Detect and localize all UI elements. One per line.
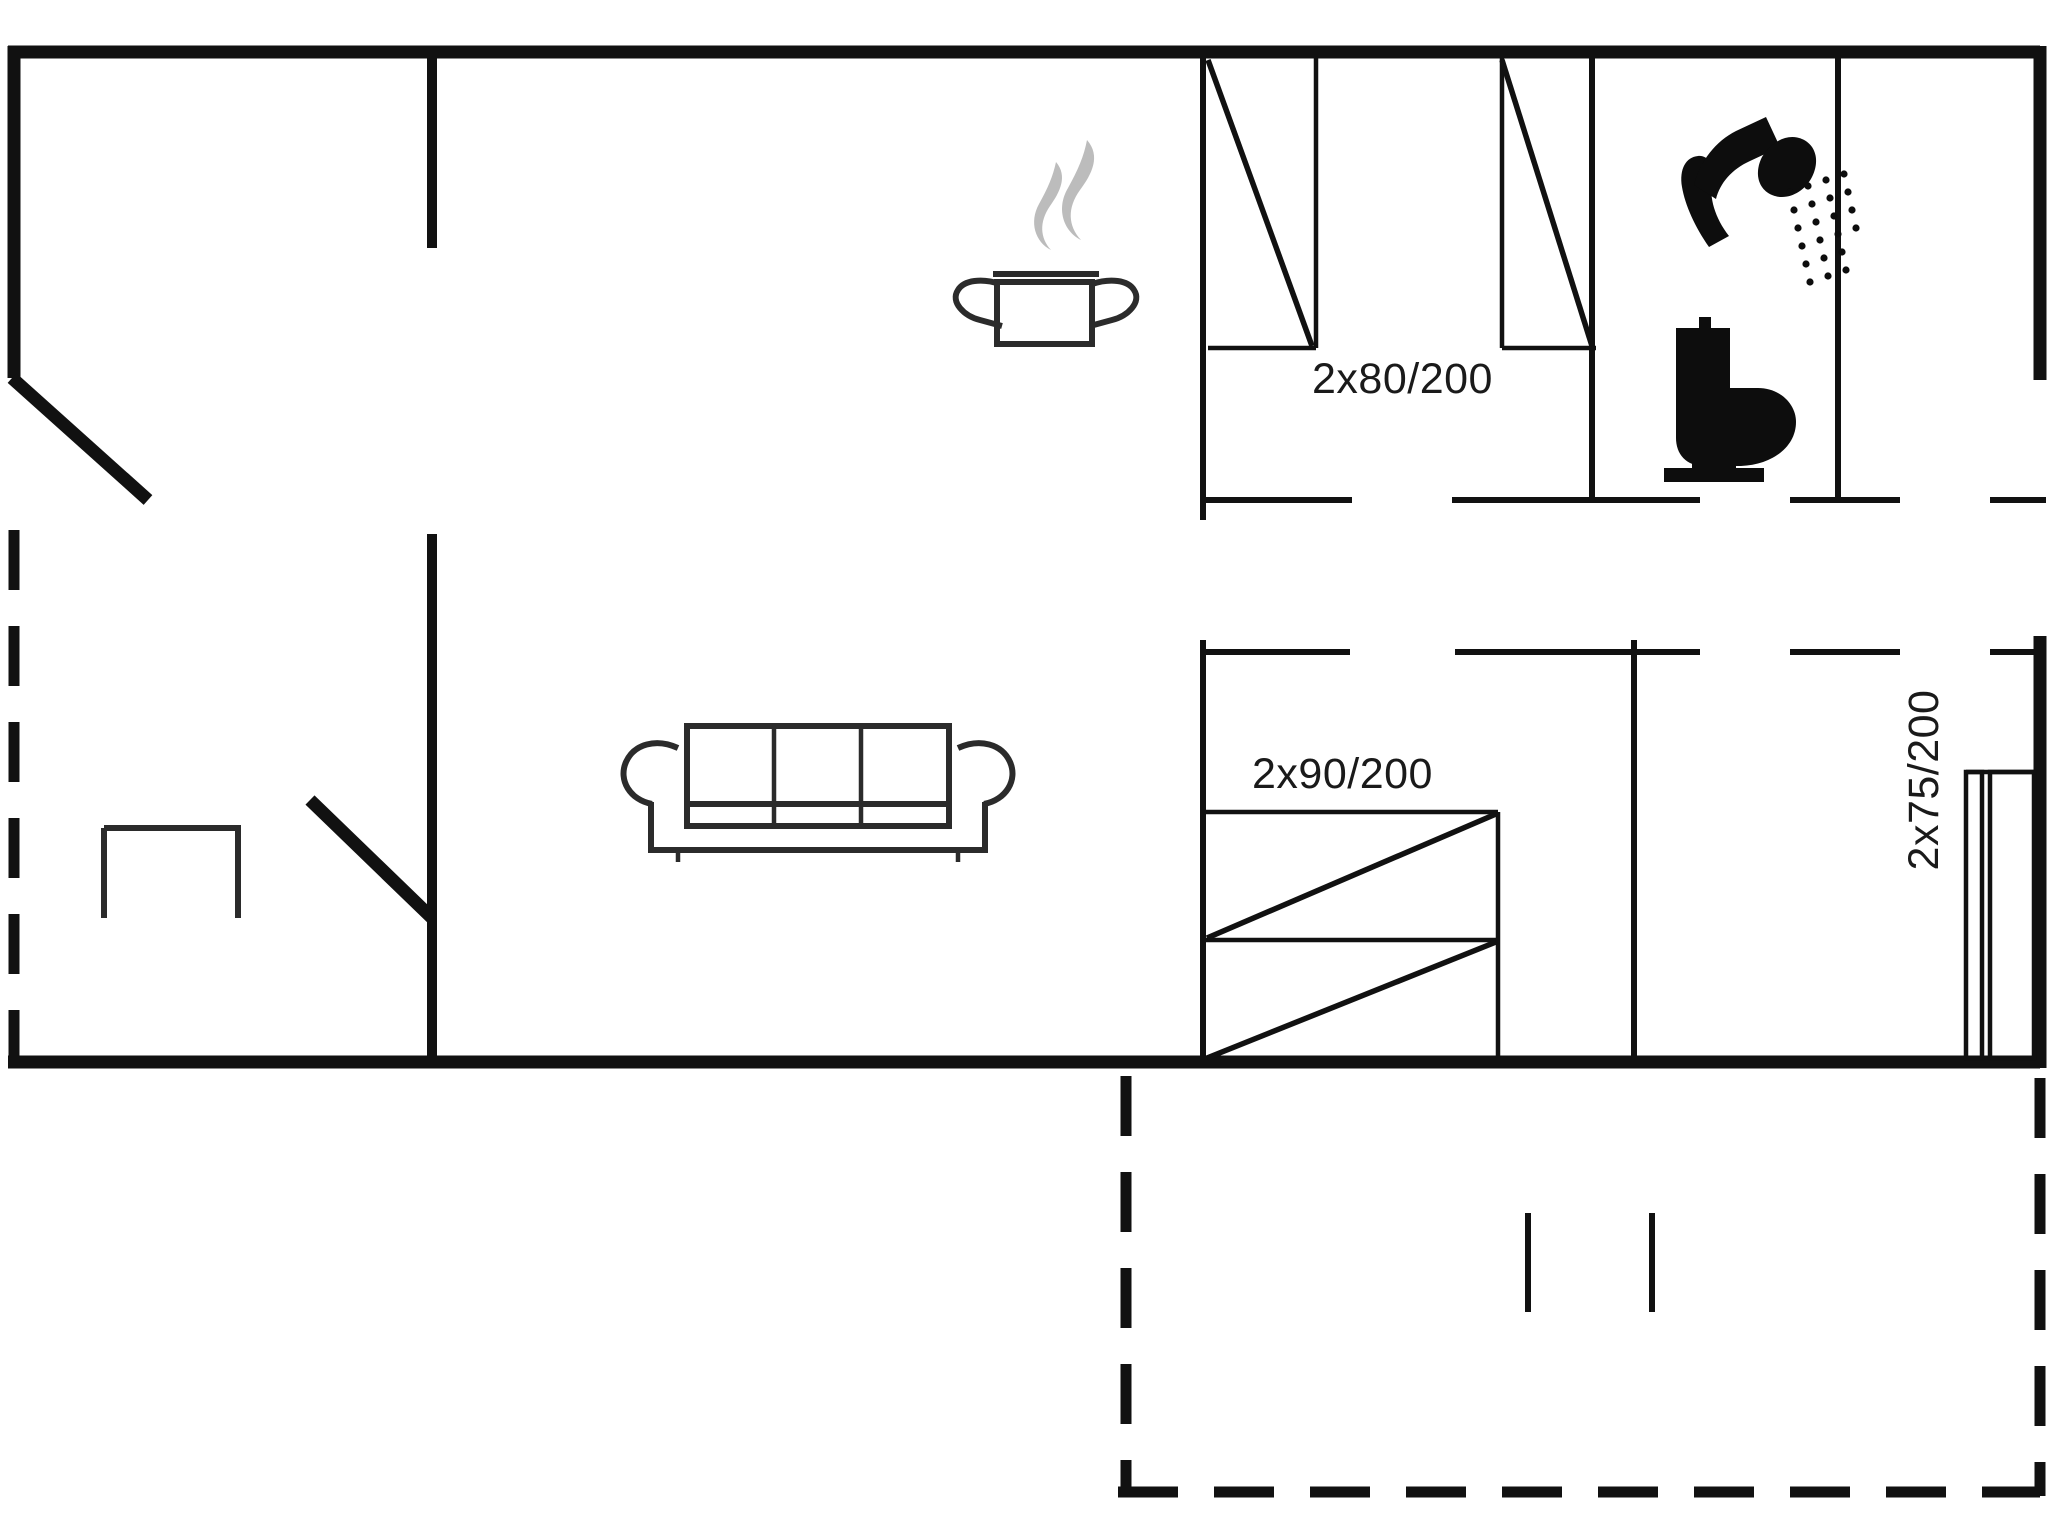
- shower-arm-lower: [1681, 155, 1729, 247]
- toilet-pedestal: [1692, 456, 1736, 470]
- bunk-75-dimension-label: 2x75/200: [1900, 690, 1948, 871]
- shower-head: [1757, 137, 1817, 197]
- sofa-icon: [620, 723, 1016, 862]
- entry-door-swing-icon: [7, 373, 153, 505]
- pot-body: [994, 279, 1095, 347]
- bunk-room-90-beds: 2x90/200: [1205, 750, 1501, 1061]
- bed1-diagonal-icon: [1205, 59, 1315, 347]
- bathroom-fixtures: [1664, 117, 1860, 482]
- entry-door[interactable]: [7, 373, 153, 505]
- table-outline-right: [104, 825, 241, 918]
- steam-right: [1062, 140, 1095, 240]
- building-outer-walls: [7, 45, 2047, 1069]
- shower-arm-upper: [1694, 117, 1780, 199]
- sofa-arm-right: [956, 740, 1016, 807]
- interior-walls: [305, 52, 2046, 1062]
- terrace-outline: [8, 530, 2046, 1498]
- steam-left: [1034, 162, 1063, 250]
- pot-handle-left: [952, 277, 1003, 329]
- bunk-room-75-beds: 2x75/200: [1900, 690, 2037, 1061]
- table-icon: [101, 825, 241, 918]
- cooking-pot-icon: [952, 140, 1140, 347]
- living-door-swing-icon: [305, 795, 437, 923]
- toilet-flush-lever: [1699, 317, 1711, 331]
- bedroom-twin-beds: 2x80/200: [1205, 59, 1596, 403]
- toilet-icon: [1664, 317, 1796, 482]
- sofa-arm-left: [620, 740, 680, 807]
- bedroom-dimension-label: 2x80/200: [1312, 355, 1493, 403]
- shower-head-icon: [1681, 117, 1860, 286]
- bunk75-bed-2: [1987, 769, 2037, 1061]
- sofa-back: [684, 723, 952, 829]
- bunk90-upper-diagonal-icon: [1205, 811, 1498, 941]
- bunk90-lower-diagonal-icon: [1205, 939, 1498, 1061]
- sofa-base: [648, 802, 988, 853]
- shower-spray-dots: [1786, 170, 1860, 286]
- bed2-diagonal-icon: [1499, 59, 1595, 347]
- bunk75-bed-1: [1963, 769, 1985, 1061]
- toilet-base: [1664, 468, 1764, 482]
- bunk-90-dimension-label: 2x90/200: [1252, 750, 1433, 798]
- pot-handle-right: [1089, 277, 1140, 329]
- toilet-bowl: [1676, 388, 1796, 466]
